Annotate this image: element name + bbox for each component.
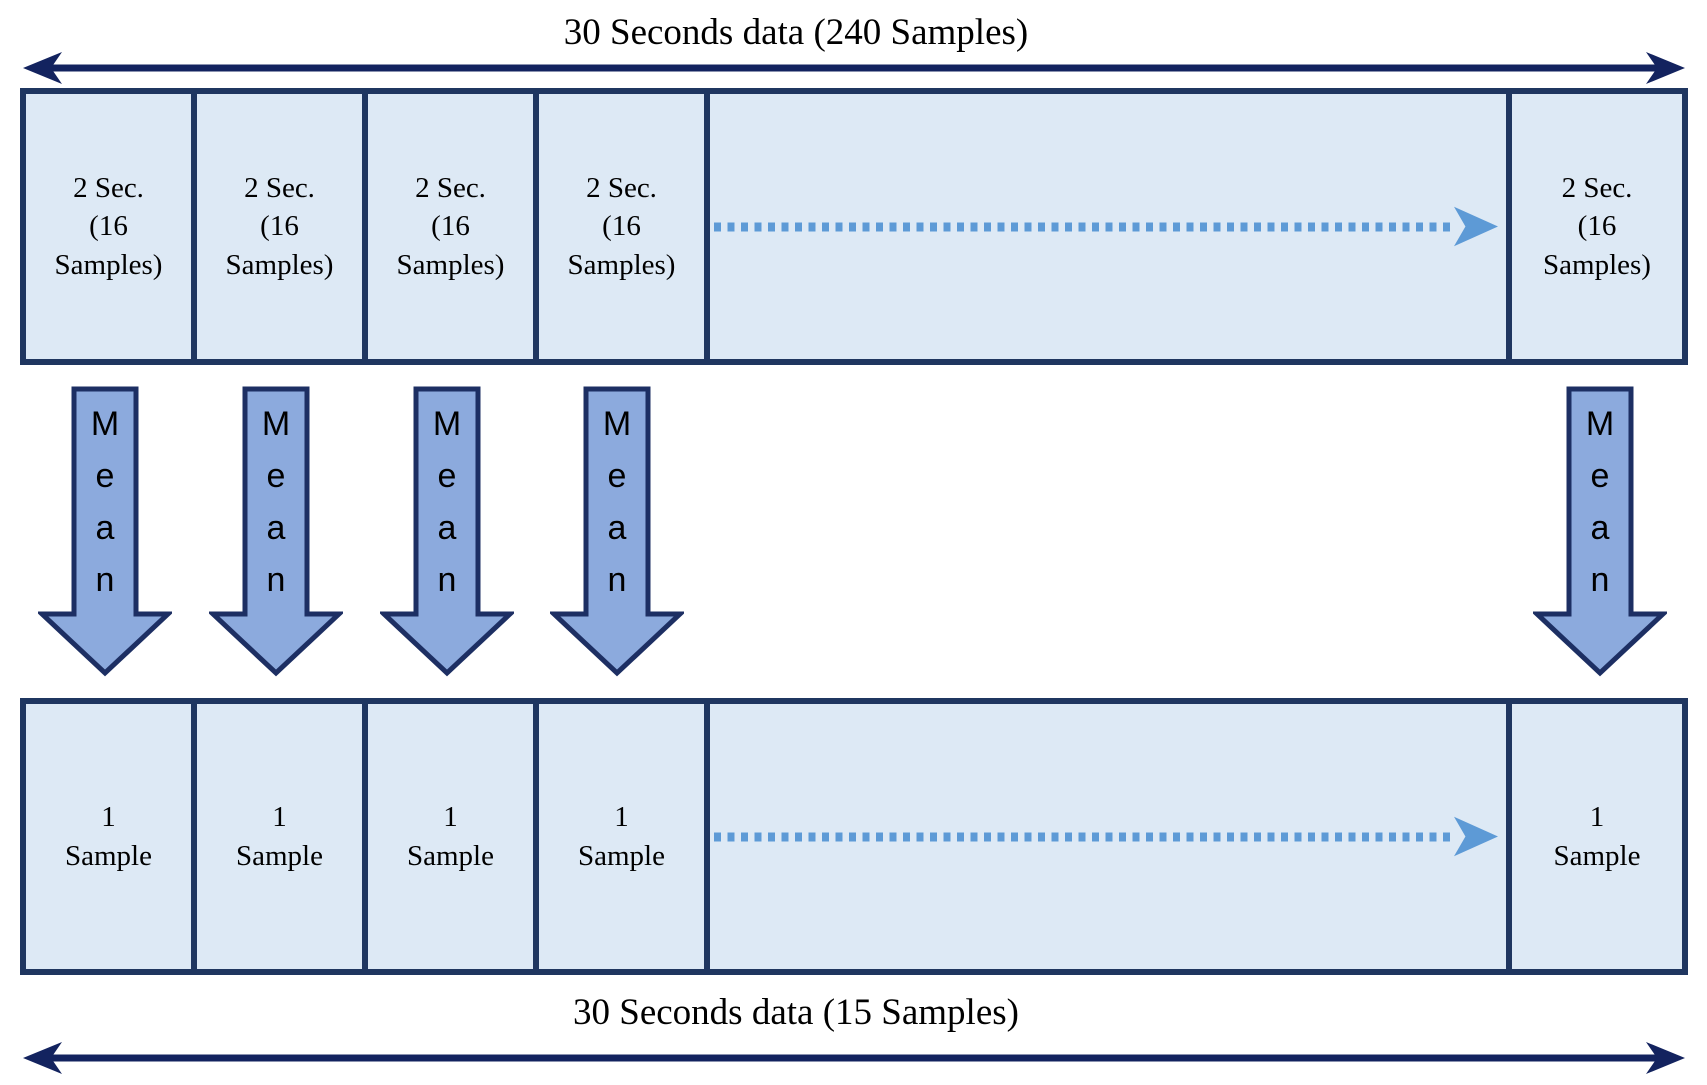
sample-box-last: 1 Sample bbox=[1512, 704, 1682, 969]
segment-box-1: 2 Sec. (16 Samples) bbox=[26, 94, 197, 359]
ellipsis-arrowhead-icon bbox=[1454, 206, 1498, 247]
mean-arrow-3: M e a n bbox=[380, 386, 514, 678]
mean-arrow-label: M e a n bbox=[90, 405, 120, 599]
segment-box-2: 2 Sec. (16 Samples) bbox=[197, 94, 368, 359]
bottom-sample-row: 1 Sample 1 Sample 1 Sample 1 Sample 1 Sa… bbox=[20, 698, 1688, 975]
sample-box-3: 1 Sample bbox=[368, 704, 539, 969]
mean-arrow-1: M e a n bbox=[38, 386, 172, 678]
sample-label: 1 Sample bbox=[407, 801, 494, 872]
segment-label: 2 Sec. (16 Samples) bbox=[54, 172, 163, 281]
sample-label: 1 Sample bbox=[578, 801, 665, 872]
ellipsis-dotted-line bbox=[714, 222, 1454, 231]
mean-arrow-5: M e a n bbox=[1533, 386, 1667, 678]
ellipsis-arrowhead-icon bbox=[1454, 816, 1498, 857]
segment-label: 2 Sec. (16 Samples) bbox=[567, 172, 676, 281]
sample-label: 1 Sample bbox=[236, 801, 323, 872]
mean-arrow-2: M e a n bbox=[209, 386, 343, 678]
sample-box-1: 1 Sample bbox=[26, 704, 197, 969]
sample-box-4: 1 Sample bbox=[539, 704, 710, 969]
segment-label: 2 Sec. (16 Samples) bbox=[225, 172, 334, 281]
top-sample-row: 2 Sec. (16 Samples) 2 Sec. (16 Samples) … bbox=[20, 88, 1688, 365]
bottom-span-arrow-icon bbox=[20, 1040, 1688, 1076]
segment-box-4: 2 Sec. (16 Samples) bbox=[539, 94, 710, 359]
segment-label: 2 Sec. (16 Samples) bbox=[1543, 172, 1651, 281]
bottom-ellipsis-box bbox=[710, 704, 1512, 969]
segment-box-3: 2 Sec. (16 Samples) bbox=[368, 94, 539, 359]
segment-label: 2 Sec. (16 Samples) bbox=[396, 172, 505, 281]
mean-arrow-label: M e a n bbox=[261, 405, 291, 599]
bottom-span-label: 30 Seconds data (15 Samples) bbox=[573, 992, 1019, 1033]
sample-box-2: 1 Sample bbox=[197, 704, 368, 969]
ellipsis-dotted-line bbox=[714, 832, 1454, 841]
mean-arrow-4: M e a n bbox=[550, 386, 684, 678]
segment-box-last: 2 Sec. (16 Samples) bbox=[1512, 94, 1682, 359]
mean-arrow-label: M e a n bbox=[602, 405, 632, 599]
top-span-label: 30 Seconds data (240 Samples) bbox=[563, 12, 1029, 53]
sample-label: 1 Sample bbox=[65, 801, 152, 872]
mean-arrow-label: M e a n bbox=[432, 405, 462, 599]
top-span-arrow-icon bbox=[20, 50, 1688, 86]
mean-arrow-label: M e a n bbox=[1585, 405, 1615, 599]
sample-label: 1 Sample bbox=[1553, 801, 1641, 872]
top-ellipsis-box bbox=[710, 94, 1512, 359]
